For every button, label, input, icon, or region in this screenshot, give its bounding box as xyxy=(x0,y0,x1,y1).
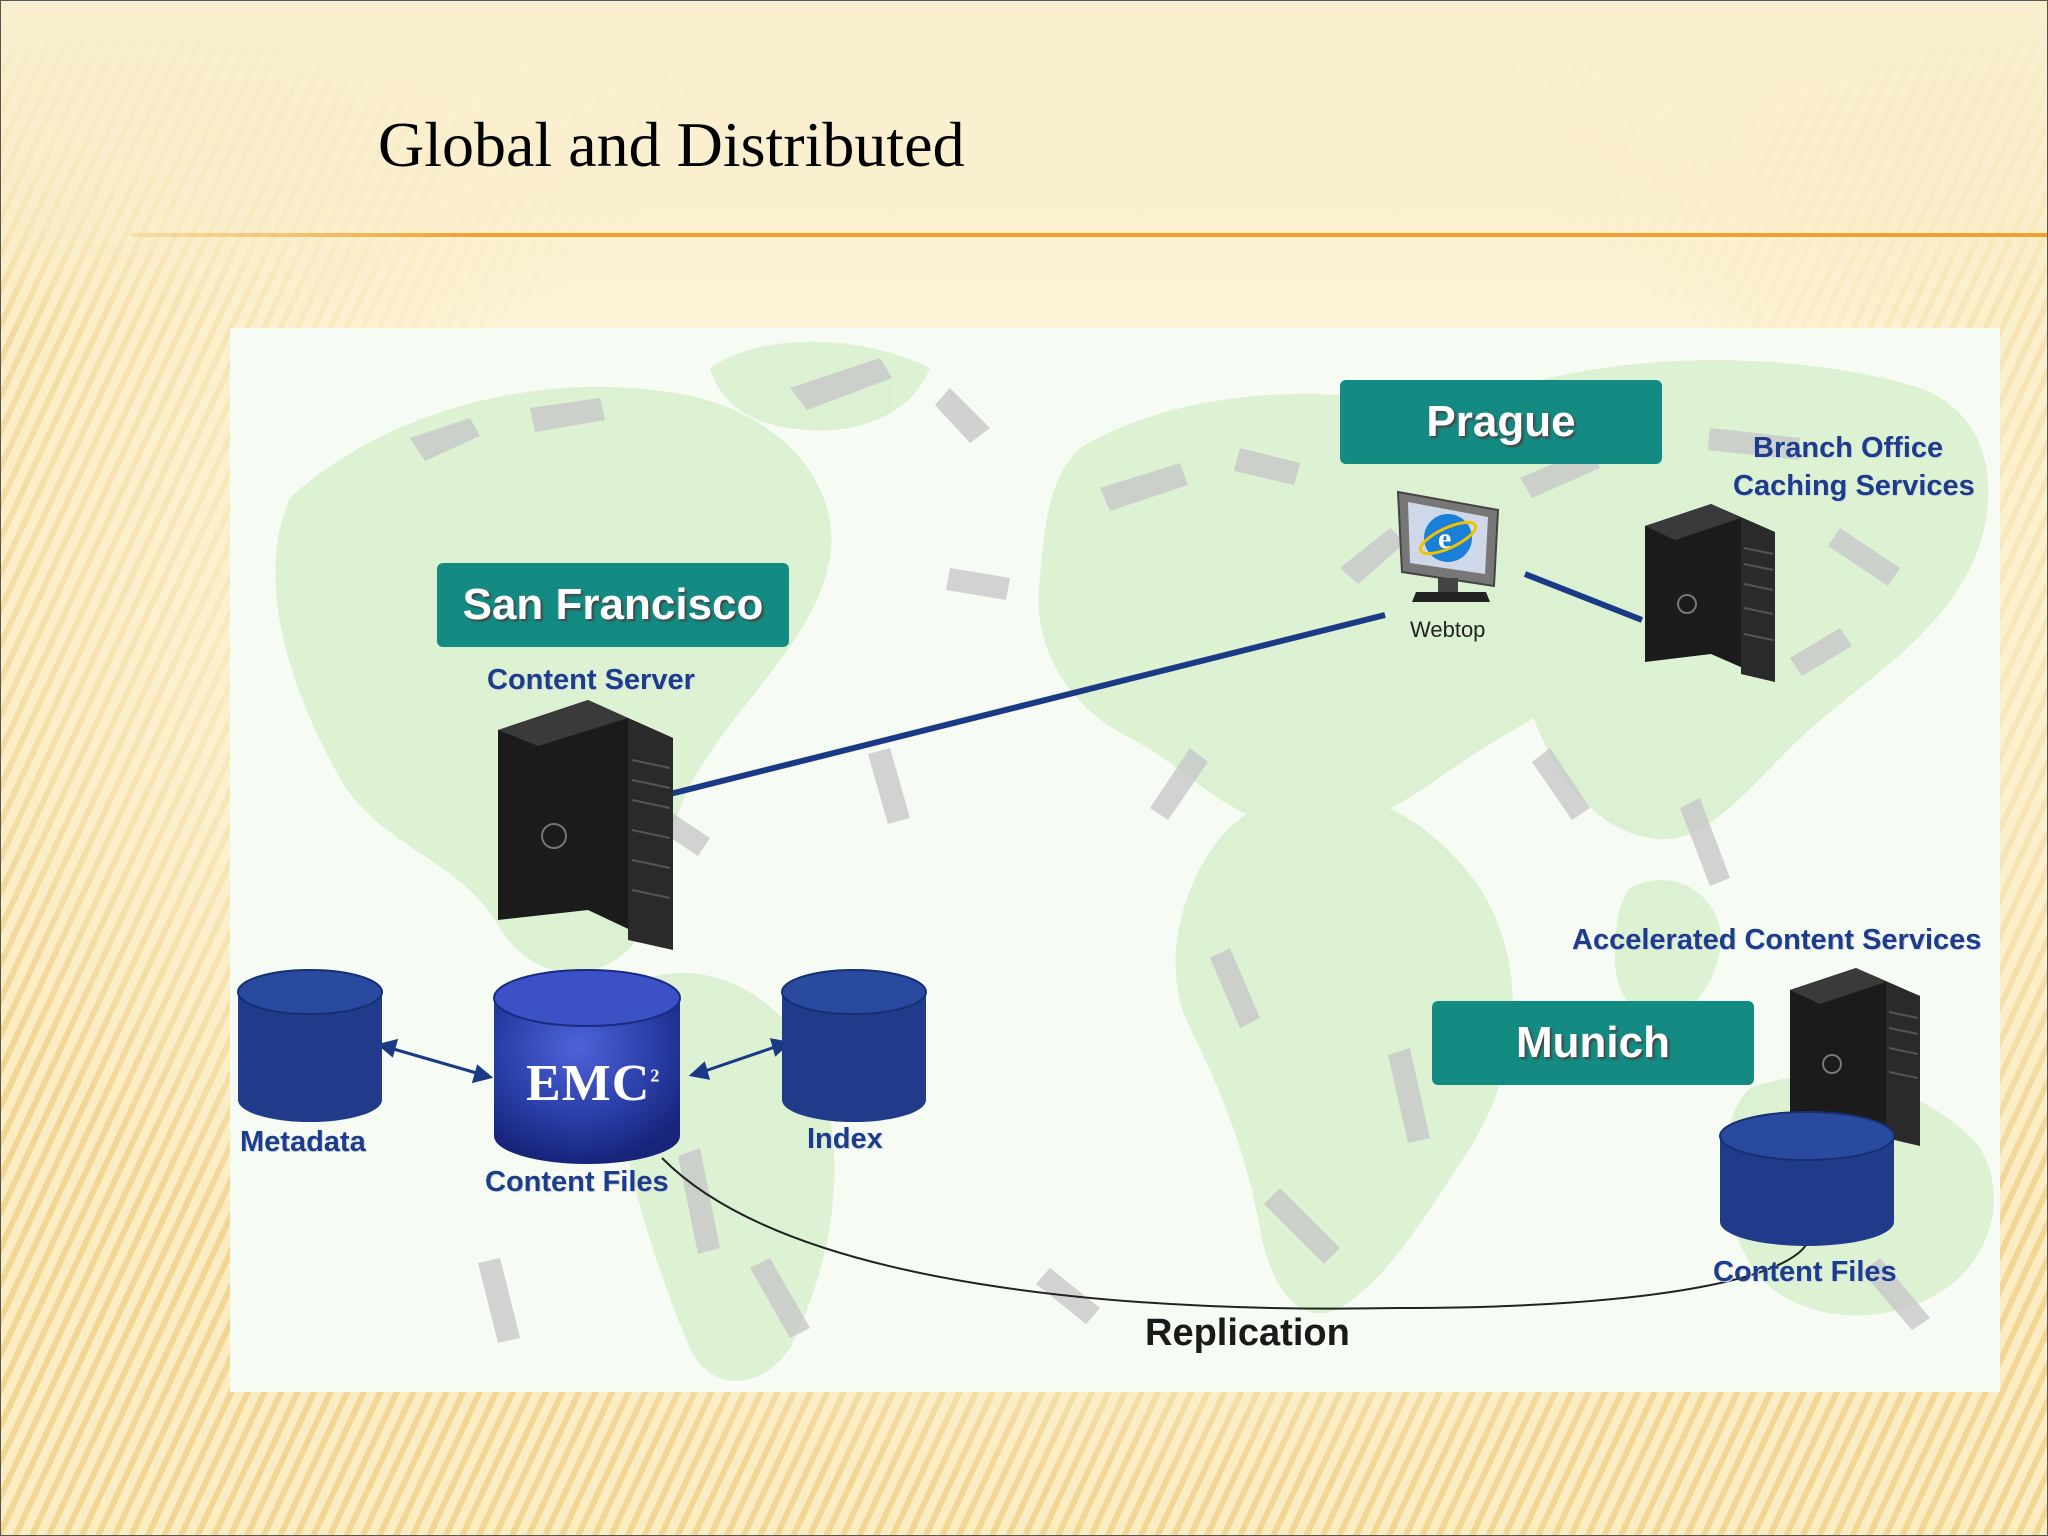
metadata-database-icon xyxy=(237,969,383,1122)
emc-storage-cylinder xyxy=(493,969,681,1164)
content-server-label: Content Server xyxy=(487,664,695,696)
munich-content-files-label: Content Files xyxy=(1713,1256,1897,1288)
branch-office-label-line1: Branch Office xyxy=(1753,432,1944,464)
city-label-san-francisco: San Francisco xyxy=(437,563,789,647)
content-server-icon xyxy=(498,700,673,950)
slide-title: Global and Distributed xyxy=(378,109,965,180)
city-label-prague: Prague xyxy=(1340,380,1662,464)
emc-logo: EMC2 xyxy=(526,1055,661,1112)
slide-header-fade xyxy=(0,0,2048,330)
accelerated-content-services-label: Accelerated Content Services xyxy=(1572,924,1982,956)
city-label-munich: Munich xyxy=(1432,1001,1754,1085)
lan-link-webtop-branch-cache xyxy=(1523,571,1644,623)
metadata-link xyxy=(376,1038,494,1084)
sf-content-files-label: Content Files xyxy=(485,1166,669,1198)
replication-link xyxy=(661,1157,1811,1310)
webtop-label: Webtop xyxy=(1410,617,1486,642)
munich-content-files-cylinder xyxy=(1719,1111,1895,1246)
acs-server-icon xyxy=(1790,968,1920,1146)
wan-link-san-francisco-prague xyxy=(669,612,1386,797)
metadata-label: Metadata xyxy=(240,1126,366,1158)
webtop-computer-icon: e xyxy=(1396,490,1500,602)
index-link xyxy=(688,1038,792,1080)
branch-office-label-line2: Caching Services xyxy=(1733,470,1975,502)
replication-label: Replication xyxy=(1145,1312,1350,1354)
title-divider xyxy=(132,233,2048,237)
branch-cache-server-icon xyxy=(1645,504,1775,682)
index-label: Index xyxy=(807,1123,883,1155)
index-database-icon xyxy=(781,969,927,1122)
connection-lines xyxy=(376,571,1811,1310)
world-map-background xyxy=(275,341,1994,1381)
network-diagram: San Francisco Content Server EMC2 Conten… xyxy=(230,328,2000,1392)
